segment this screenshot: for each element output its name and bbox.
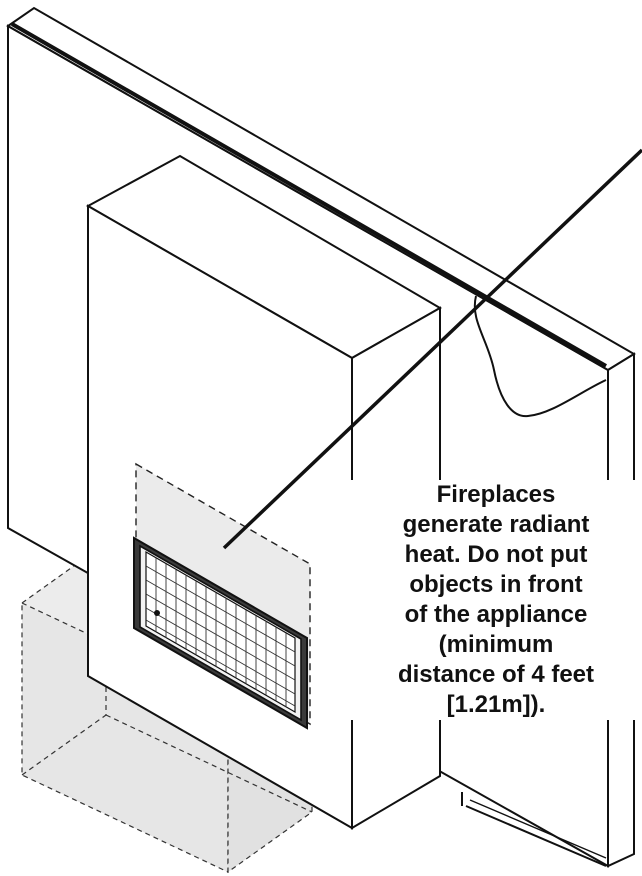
bottom-break-mark xyxy=(461,792,607,867)
callout-line-3: heat. Do not put xyxy=(404,541,588,568)
callout-line-4: objects in front xyxy=(409,571,583,598)
fireplace-appliance xyxy=(133,536,308,730)
wall-break-line xyxy=(473,295,607,418)
callout-line-6: (minimum xyxy=(438,631,554,658)
callout-line-2: generate radiant xyxy=(402,511,590,538)
callout-line-5: of the appliance xyxy=(404,601,588,628)
radiant-heat-warning-callout: Fireplaces generate radiant heat. Do not… xyxy=(350,480,642,720)
callout-line-8: [1.21m]). xyxy=(446,691,546,718)
callout-line-7: distance of 4 feet xyxy=(397,661,595,688)
callout-leader-line xyxy=(222,148,642,550)
callout-line-1: Fireplaces xyxy=(436,481,556,508)
appliance-screen-mesh xyxy=(145,558,296,707)
appliance-control-knob xyxy=(154,610,160,616)
